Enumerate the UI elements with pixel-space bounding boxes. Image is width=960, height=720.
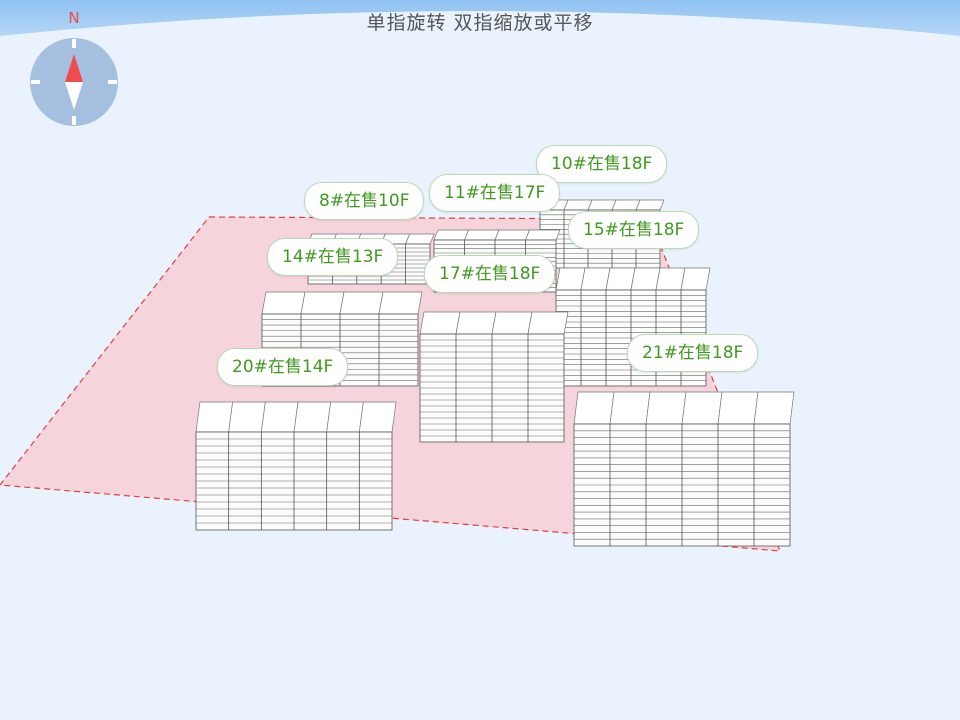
buildings-layer [195,199,795,547]
compass-north-label: N [68,9,80,27]
building-label-8[interactable]: 8#在售10F [304,182,425,220]
building-15[interactable] [555,267,711,387]
building-label-14[interactable]: 14#在售13F [267,238,399,276]
sky-band [0,0,960,36]
building-21[interactable] [573,391,795,547]
building-20[interactable] [195,401,397,531]
building-label-11[interactable]: 11#在售17F [429,174,561,212]
building-label-15[interactable]: 15#在售18F [568,211,700,249]
building-label-10[interactable]: 10#在售18F [536,145,668,183]
compass-icon [30,38,118,126]
compass[interactable] [30,38,118,126]
building-label-17[interactable]: 17#在售18F [424,255,556,293]
building-label-21[interactable]: 21#在售18F [627,334,759,372]
building-label-20[interactable]: 20#在售14F [217,348,349,386]
building-17[interactable] [419,311,569,443]
gesture-hint: 单指旋转 双指缩放或平移 [366,12,594,34]
